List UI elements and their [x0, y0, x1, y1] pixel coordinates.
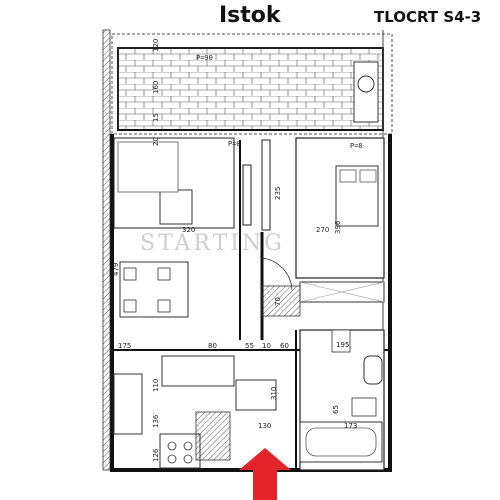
dimension-label: 15 [152, 113, 160, 122]
dimension-label: 160 [152, 81, 160, 94]
dimension-label: 55 [245, 342, 254, 350]
dimension-label: 60 [280, 342, 289, 350]
dimension-label: 235 [274, 187, 282, 200]
plan-title: Istok [219, 3, 281, 28]
balcony [111, 33, 393, 135]
bedroom-tag: P=0 [350, 142, 363, 150]
dimension-label: 320 [182, 226, 195, 234]
dimension-label: 70 [274, 297, 282, 306]
dimension-label: 195 [336, 341, 349, 349]
living-tag: P=0 [228, 140, 241, 148]
dimension-label: 110 [152, 379, 160, 392]
dimension-label: 120 [152, 39, 160, 52]
bedroom [295, 137, 385, 303]
lower-section [112, 330, 390, 470]
dimension-label: 270 [316, 226, 329, 234]
dimension-label: 126 [152, 448, 160, 462]
dimension-label: 175 [118, 342, 131, 350]
dimension-label: 130 [258, 422, 271, 430]
balcony-tag: P=90 [196, 54, 213, 62]
dimension-label: 65 [332, 405, 340, 414]
entrance-arrow-icon [239, 448, 291, 500]
dimension-label: 173 [344, 422, 357, 430]
dimension-label: 80 [208, 342, 217, 350]
dimension-label: 396 [334, 220, 342, 234]
dimension-label: 479 [112, 263, 120, 276]
dimension-label: 20 [152, 137, 160, 146]
dimension-label: 10 [262, 342, 271, 350]
living-room [113, 137, 235, 318]
dimension-label: 310 [270, 387, 278, 400]
dimension-labels: 120 160 15 20 479 175 80 55 10 60 235 70… [112, 39, 357, 462]
watermark: STARTING [140, 231, 285, 256]
plan-code: TLOCRT S4-3 [374, 8, 482, 26]
dimension-label: 136 [152, 414, 160, 428]
bathroom [299, 329, 385, 471]
